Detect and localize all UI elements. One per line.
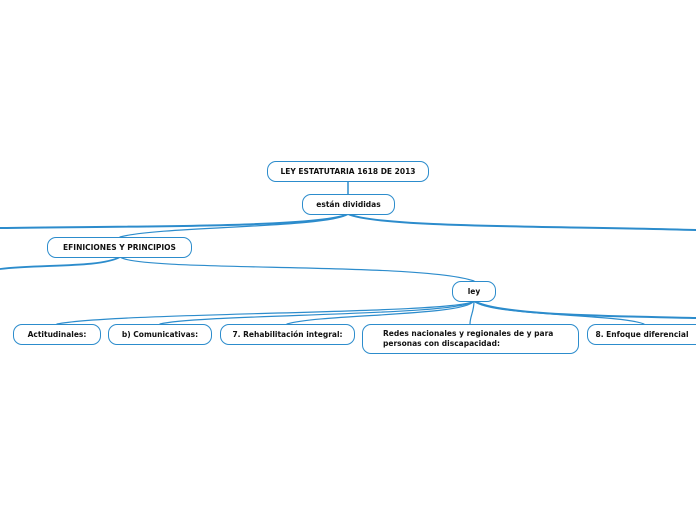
connector-divided-to-right-offscreen <box>347 213 696 231</box>
connector-ley-to-attitudinal <box>56 300 475 325</box>
communicative-node[interactable]: b) Comunicativas: <box>108 324 212 345</box>
differential-node[interactable]: 8. Enfoque diferencial <box>587 324 696 345</box>
connector-divided-to-left-offscreen <box>0 213 349 229</box>
attitudinal-node[interactable]: Actitudinales: <box>13 324 101 345</box>
ley-node[interactable]: ley <box>452 281 496 302</box>
divided-node[interactable]: están divididas <box>302 194 395 215</box>
connector-definitions-to-left-offscreen <box>0 256 121 270</box>
connector-ley-to-networks <box>469 300 475 325</box>
root-node[interactable]: LEY ESTATUTARIA 1618 DE 2013 <box>267 161 429 182</box>
connector-divided-to-definitions <box>119 213 349 238</box>
networks-node[interactable]: Redes nacionales y regionales de y para … <box>362 324 579 354</box>
connector-ley-to-right-offscreen <box>473 300 696 319</box>
definitions-node[interactable]: EFINICIONES Y PRINCIPIOS <box>47 237 192 258</box>
rehabilitation-node[interactable]: 7. Rehabilitación integral: <box>220 324 355 345</box>
connector-ley-to-rehabilitation <box>286 300 475 325</box>
connector-ley-to-communicative <box>159 300 475 325</box>
connector-definitions-to-ley <box>119 256 475 282</box>
connector-ley-to-differential <box>473 300 645 325</box>
